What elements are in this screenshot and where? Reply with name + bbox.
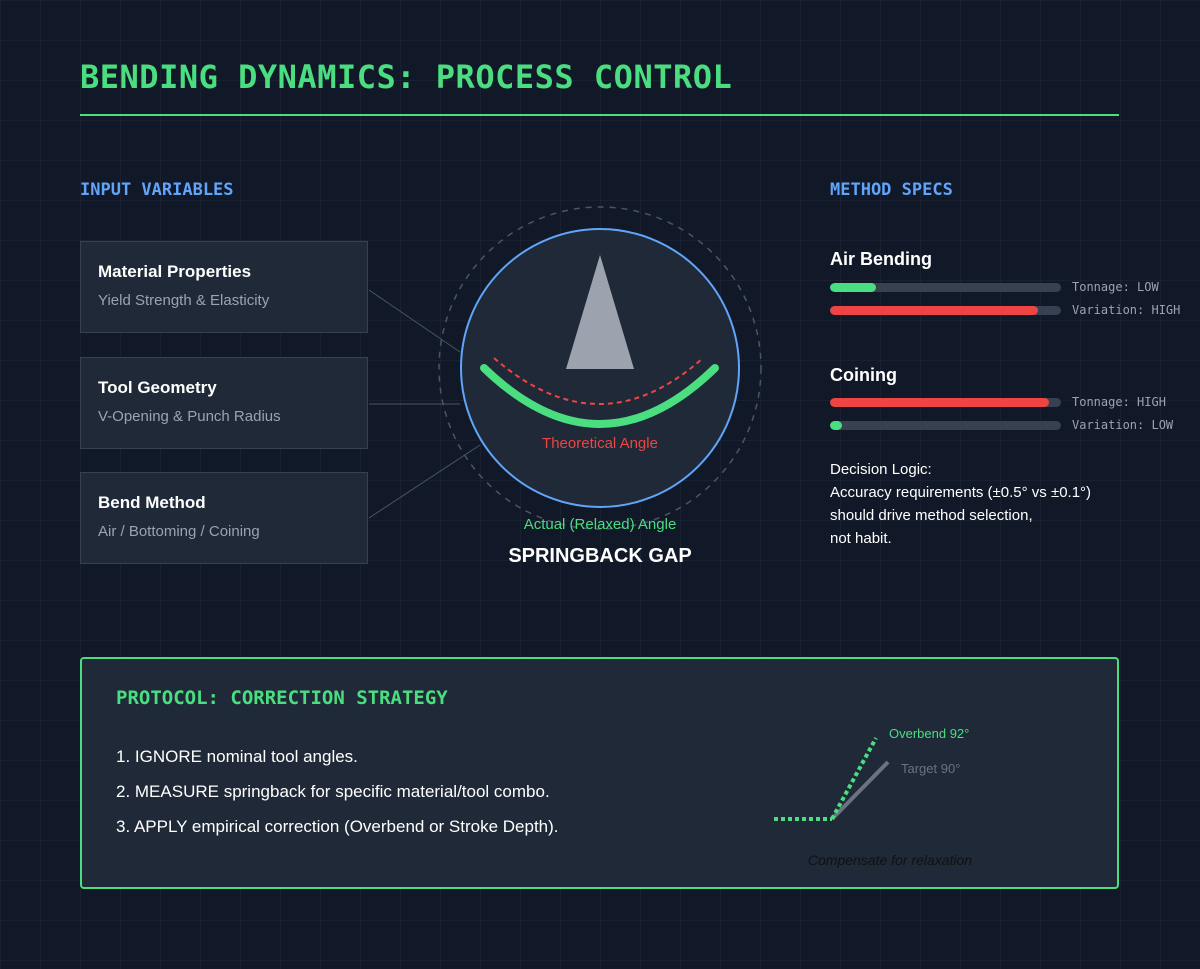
target-label: Target 90° (901, 761, 960, 776)
coining-tonnage-label: Tonnage: HIGH (1072, 395, 1166, 409)
card-subtitle: V-Opening & Punch Radius (98, 408, 281, 425)
input-card-method: Bend Method Air / Bottoming / Coining (80, 472, 368, 564)
air-variation-bar (830, 306, 1061, 315)
method-name-coining: Coining (830, 365, 897, 385)
card-subtitle: Air / Bottoming / Coining (98, 523, 260, 540)
card-title: Material Properties (98, 262, 252, 281)
actual-angle-curve (480, 364, 719, 428)
page-title: BENDING DYNAMICS: PROCESS CONTROL (80, 58, 733, 96)
decision-line: Accuracy requirements (±0.5° vs ±0.1°) (830, 484, 1092, 501)
title-divider (80, 114, 1119, 116)
method-name-air: Air Bending (830, 249, 932, 269)
input-variables-heading: INPUT VARIABLES (80, 180, 234, 200)
bar-fill (830, 306, 1038, 315)
coining-variation-bar (830, 421, 1061, 430)
theoretical-angle-label: Theoretical Angle (542, 435, 658, 452)
springback-gap-label: SPRINGBACK GAP (508, 545, 692, 567)
bar-fill (830, 283, 877, 292)
decision-line: should drive method selection, (830, 507, 1033, 524)
overbend-label: Overbend 92° (889, 726, 969, 741)
coining-tonnage-bar (830, 398, 1061, 407)
actual-angle-label: Actual (Relaxed) Angle (523, 516, 677, 533)
protocol-step: 1. IGNORE nominal tool angles. (116, 747, 358, 766)
punch-icon (566, 255, 634, 369)
connector-method (368, 444, 481, 519)
protocol-title: PROTOCOL: CORRECTION STRATEGY (116, 687, 448, 709)
air-tonnage-label: Tonnage: LOW (1072, 280, 1159, 294)
protocol-step: 2. MEASURE springback for specific mater… (116, 782, 550, 801)
decision-heading: Decision Logic: (830, 461, 932, 478)
bar-fill (830, 398, 1050, 407)
air-tonnage-bar (830, 283, 1061, 292)
card-subtitle: Yield Strength & Elasticity (98, 292, 270, 309)
bar-fill (830, 421, 842, 430)
input-card-tool: Tool Geometry V-Opening & Punch Radius (80, 357, 368, 449)
input-card-material: Material Properties Yield Strength & Ela… (80, 241, 368, 333)
decision-logic: Decision Logic: Accuracy requirements (±… (830, 458, 1160, 550)
air-variation-label: Variation: HIGH (1072, 303, 1181, 317)
figure-caption: Compensate for relaxation (808, 852, 972, 868)
overbend-line (830, 737, 878, 820)
overbend-figure: Overbend 92° Target 90° Compensate for r… (774, 726, 972, 868)
connector-material (368, 289, 461, 353)
outer-dashed-ring (438, 206, 762, 530)
target-line (830, 760, 890, 821)
method-specs-heading: METHOD SPECS (830, 180, 953, 200)
card-title: Tool Geometry (98, 378, 217, 397)
decision-line: not habit. (830, 530, 892, 547)
protocol-panel: PROTOCOL: CORRECTION STRATEGY 1. IGNORE … (80, 657, 1119, 889)
card-title: Bend Method (98, 493, 206, 512)
protocol-step: 3. APPLY empirical correction (Overbend … (116, 817, 559, 836)
coining-variation-label: Variation: LOW (1072, 418, 1174, 432)
theoretical-angle-curve (493, 357, 704, 405)
